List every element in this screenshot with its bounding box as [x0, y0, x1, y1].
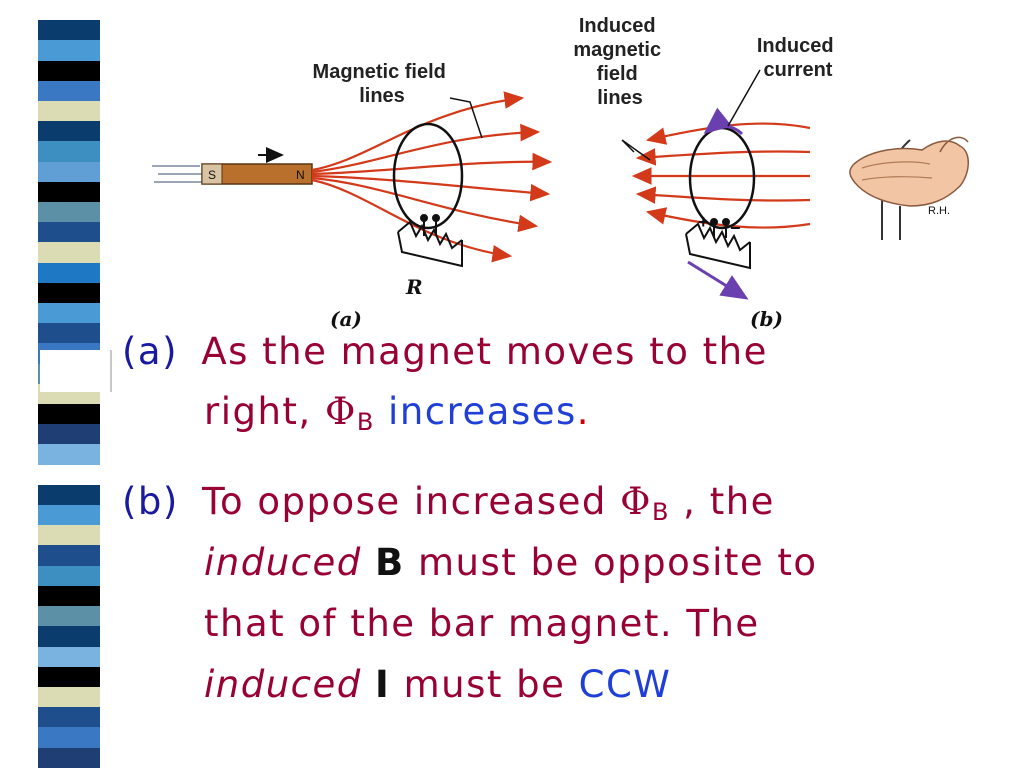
field-lines-pointer: [449, 97, 483, 139]
stripe-block: [38, 323, 100, 344]
stripe-block: [38, 686, 100, 708]
induced-field-pointer: [621, 139, 651, 161]
stripe-block: [38, 0, 100, 21]
stripe-block: [38, 161, 100, 182]
magnet-s-label: S: [208, 168, 216, 182]
statement-b-text-3: that of the bar magnet. The: [204, 602, 760, 645]
caption-b: (b): [750, 307, 783, 331]
decorative-color-stripe: [38, 0, 100, 768]
caption-a: (a): [330, 307, 362, 331]
stripe-block: [38, 101, 100, 122]
stripe-block: [38, 424, 100, 445]
induced-field-lines: [631, 122, 811, 229]
phi-subscript: B: [356, 408, 375, 436]
statement-b-line2: induced B must be opposite to: [204, 541, 818, 584]
statement-b-line1: (b) To oppose increased ΦB , the: [122, 480, 775, 526]
stripe-block: [38, 141, 100, 162]
decorative-tab: [40, 350, 112, 392]
stripe-block: [38, 303, 100, 324]
stripe-block: [38, 444, 100, 465]
stripe-block: [38, 484, 100, 506]
statement-a-line2: right, ΦB increases.: [204, 390, 591, 436]
statement-b-text-4: must be: [403, 663, 579, 706]
stripe-block: [38, 20, 100, 41]
magnet-n-label: N: [296, 168, 305, 182]
induced-current-arrow: [703, 107, 744, 136]
resistor-a: [397, 214, 463, 268]
ccw-word: CCW: [578, 663, 672, 706]
wire-loop-a: [392, 122, 464, 230]
statement-b-the: , the: [669, 480, 775, 523]
statement-a-line1: (a) As the magnet moves to the: [122, 330, 768, 373]
stripe-block: [38, 606, 100, 627]
stripe-block: [38, 626, 100, 647]
statement-a-period: .: [576, 390, 591, 433]
motion-lines: [152, 165, 202, 183]
magnetic-field-lines: [311, 91, 553, 263]
stripe-block: [38, 40, 100, 61]
panel-a: S N R Magnetic field lines (a: [152, 61, 553, 331]
stripe-block: [38, 747, 100, 768]
field-lines-label: Magnetic field lines: [313, 61, 452, 107]
resistor-label: R: [405, 275, 423, 299]
minus-sign: −: [730, 218, 741, 238]
right-hand-label: R.H.: [928, 205, 950, 217]
induced-current-label: Induced current: [757, 35, 839, 81]
stripe-block: [38, 545, 100, 566]
I-symbol: I: [375, 663, 391, 706]
stripe-block: [38, 60, 100, 81]
stripe-block: [38, 222, 100, 243]
stripe-block: [38, 464, 100, 485]
phi-symbol: Φ: [324, 390, 357, 433]
stripe-block: [38, 505, 100, 526]
stripe-block: [38, 242, 100, 263]
stripe-block: [38, 727, 100, 748]
stripe-block: [38, 525, 100, 546]
stripe-block: [38, 585, 100, 607]
induced-current-pointer: [727, 69, 761, 127]
increases-word: increases: [388, 390, 577, 433]
induced-word-1: induced: [204, 541, 362, 584]
statement-a-label: (a): [122, 330, 179, 373]
stripe-block: [38, 262, 100, 283]
induced-word-2: induced: [204, 663, 362, 706]
plus-sign: +: [698, 212, 709, 232]
stripe-block: [38, 666, 100, 687]
stripe-block: [38, 202, 100, 223]
statement-b-label: (b): [122, 480, 179, 523]
stripe-block: [38, 404, 100, 425]
stripe-block: [38, 121, 100, 142]
stripe-block: [38, 282, 100, 304]
statement-b-text-1: To oppose increased: [202, 480, 621, 523]
panel-b: + − Induced magnetic field lines Induced…: [573, 15, 839, 331]
right-hand-illustration: R.H.: [849, 136, 969, 240]
statement-b-line4: induced I must be CCW: [204, 663, 671, 706]
B-symbol: B: [375, 541, 405, 584]
current-direction-arrow: [687, 260, 749, 300]
statement-a-text-1: As the magnet moves to the: [201, 330, 768, 373]
stripe-block: [38, 707, 100, 728]
resistor-b: [685, 218, 751, 270]
stripe-block: [38, 646, 100, 667]
induction-figure: S N R Magnetic field lines (a: [152, 15, 969, 331]
stripe-block: [38, 181, 100, 203]
phi-subscript-b: B: [651, 498, 670, 526]
statement-b-text-2: must be opposite to: [418, 541, 818, 584]
statement-a-right: right,: [204, 390, 325, 433]
phi-symbol-b: Φ: [620, 480, 652, 523]
stripe-block: [38, 565, 100, 586]
stripe-block: [38, 80, 100, 102]
statement-b-line3: that of the bar magnet. The: [204, 602, 760, 645]
induced-field-label: Induced magnetic field lines: [573, 15, 666, 109]
